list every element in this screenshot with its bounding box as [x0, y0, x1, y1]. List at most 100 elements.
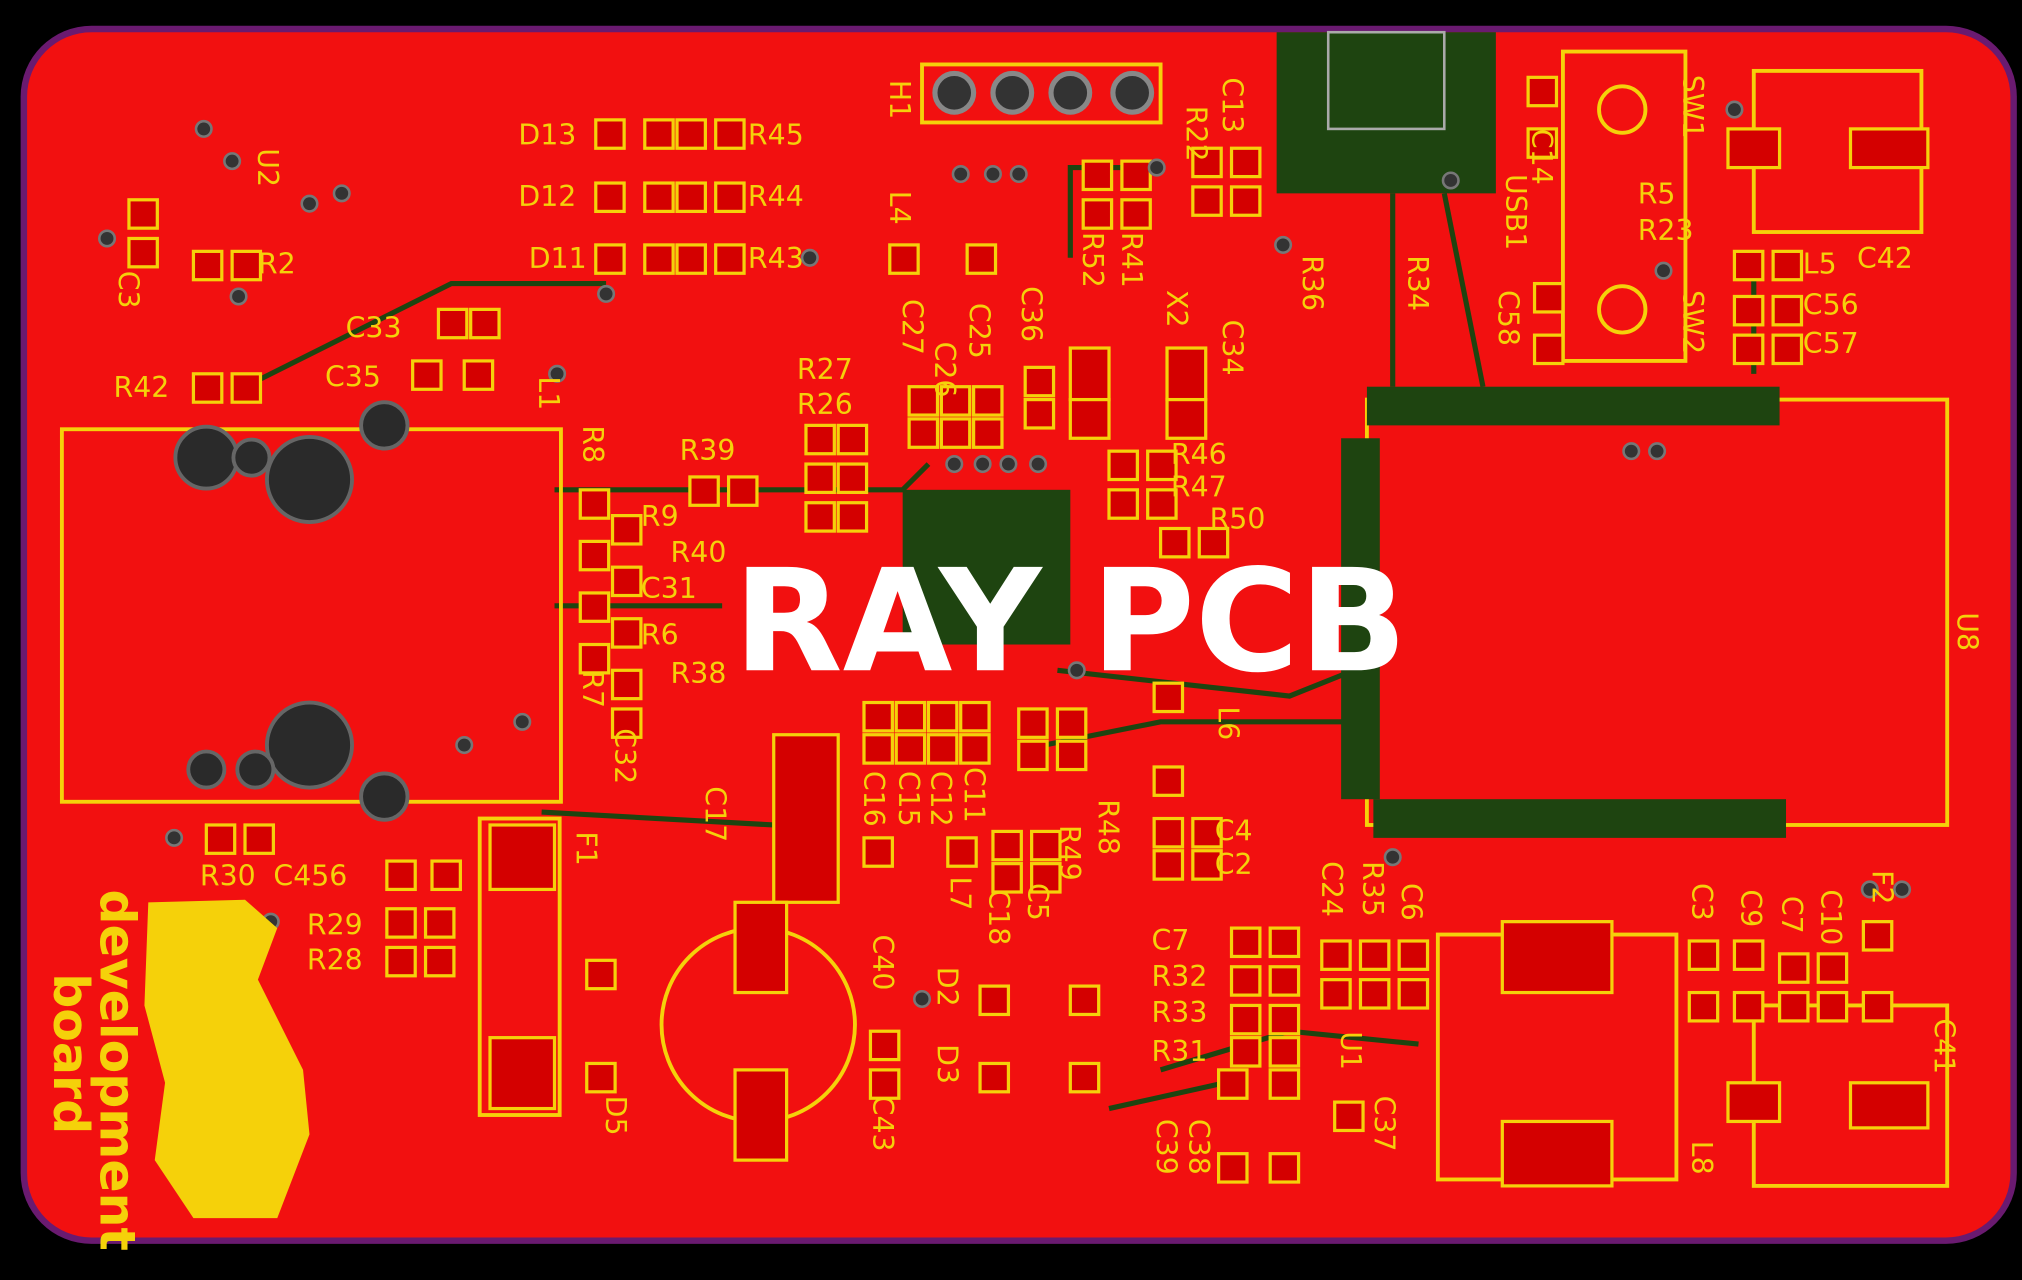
designator-l6: L6 — [1212, 706, 1245, 740]
designator-d5: D5 — [599, 1096, 632, 1136]
designator-r33: R33 — [1152, 996, 1208, 1029]
pad — [594, 181, 626, 214]
pad — [1023, 397, 1056, 430]
designator-r41: R41 — [1115, 232, 1148, 288]
pad — [675, 243, 707, 275]
pad — [1081, 198, 1114, 230]
designator-sw2: SW2 — [1676, 290, 1709, 354]
pad — [1055, 707, 1088, 739]
pad — [1268, 965, 1301, 997]
via — [999, 455, 1018, 474]
designator-r49: R49 — [1053, 825, 1086, 881]
large-pad — [1165, 346, 1208, 402]
pad — [1320, 978, 1352, 1010]
pad — [127, 236, 159, 269]
rj45-hole — [359, 771, 410, 822]
pad — [1191, 816, 1223, 849]
pad — [939, 385, 972, 417]
pad — [1532, 281, 1565, 314]
components — [59, 30, 1950, 1188]
pad — [1771, 249, 1804, 282]
pad — [385, 945, 417, 978]
designator-c26: C26 — [928, 342, 961, 398]
pad — [127, 198, 159, 230]
trace — [1441, 192, 1486, 388]
designator-c35: C35 — [325, 361, 381, 394]
rj45-hole — [265, 700, 354, 790]
designator-c25: C25 — [963, 303, 996, 359]
designator-c31: C31 — [641, 572, 697, 605]
pad — [1107, 488, 1139, 520]
usb-connector — [1276, 32, 1496, 194]
designator-c456: C456 — [273, 860, 347, 893]
pad — [714, 243, 746, 275]
pad — [965, 243, 998, 275]
pad — [1030, 862, 1062, 894]
designator-r2: R2 — [258, 247, 296, 280]
designator-c34: C34 — [1215, 320, 1248, 376]
pad — [462, 359, 495, 391]
large-pad — [772, 733, 840, 904]
pad — [675, 181, 707, 214]
fuse-f1-outline — [477, 816, 562, 1117]
pad — [836, 462, 869, 495]
designator-r48: R48 — [1092, 799, 1125, 855]
designator-r5: R5 — [1638, 178, 1676, 211]
pad — [1152, 816, 1185, 849]
designator-r50: R50 — [1210, 503, 1266, 536]
pad — [1229, 1036, 1262, 1068]
designator-r32: R32 — [1152, 960, 1208, 993]
designator-c42: C42 — [1857, 242, 1913, 275]
designator-r30: R30 — [200, 860, 256, 893]
pad — [1268, 1068, 1301, 1100]
designator-c4: C4 — [1215, 814, 1253, 847]
designator-r45: R45 — [748, 118, 804, 151]
module-pads-left — [1341, 438, 1380, 800]
designator-c6: C6 — [1395, 883, 1428, 921]
designator-c3: C3 — [112, 271, 145, 309]
pad — [643, 181, 675, 214]
pad — [1229, 185, 1262, 217]
designator-c3: C3 — [1685, 883, 1718, 921]
designator-r23: R23 — [1638, 214, 1694, 247]
large-pad — [1068, 397, 1111, 440]
designator-c38: C38 — [1182, 1119, 1215, 1175]
pad — [230, 249, 263, 282]
designator-u1: U1 — [1334, 1031, 1367, 1070]
designator-d3: D3 — [930, 1044, 963, 1084]
designator-c58: C58 — [1491, 290, 1524, 346]
designator-c32: C32 — [608, 728, 641, 784]
via — [194, 119, 213, 138]
designator-c40: C40 — [866, 935, 899, 991]
designator-c18: C18 — [982, 889, 1015, 945]
pad — [1397, 978, 1430, 1010]
via — [1860, 880, 1879, 899]
pad — [971, 385, 1004, 417]
pad — [1526, 75, 1559, 108]
pad — [585, 958, 617, 991]
pad — [675, 118, 707, 150]
pad — [726, 475, 759, 507]
designator-c17: C17 — [698, 786, 731, 842]
large-pad — [488, 823, 557, 892]
designator-c36: C36 — [1014, 286, 1047, 342]
pad — [1068, 984, 1101, 1017]
pad — [385, 907, 417, 939]
pad — [714, 181, 746, 214]
designator-h1: H1 — [883, 80, 916, 119]
pad — [191, 372, 224, 404]
pad — [926, 733, 959, 765]
pad — [1229, 965, 1262, 997]
trace — [1057, 667, 1355, 699]
pad — [578, 591, 611, 623]
pad — [1268, 1152, 1301, 1184]
designator-r52: R52 — [1076, 232, 1109, 288]
pad — [1861, 990, 1894, 1023]
pad — [610, 617, 643, 649]
via — [945, 455, 964, 474]
designator-r39: R39 — [680, 434, 736, 467]
via — [1274, 235, 1293, 254]
via — [912, 989, 932, 1009]
pad — [1687, 939, 1720, 971]
designator-c57: C57 — [1803, 327, 1859, 360]
